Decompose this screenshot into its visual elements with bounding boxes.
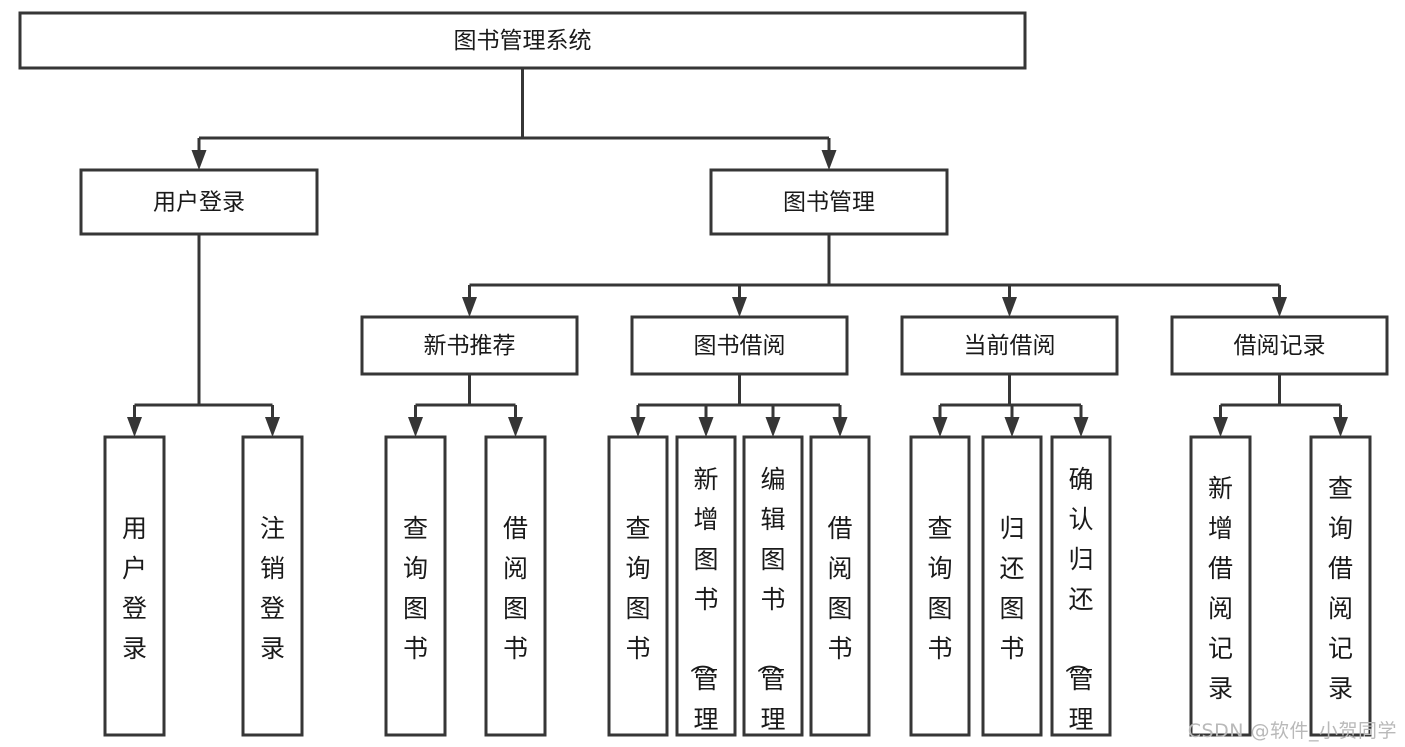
edge-arrowhead bbox=[698, 417, 714, 437]
node-label: 归还图书 bbox=[999, 514, 1024, 663]
node-label: 查询图书 bbox=[625, 514, 650, 663]
node-box bbox=[384, 435, 447, 737]
edge-arrowhead bbox=[265, 417, 280, 437]
edge-arrowhead bbox=[508, 417, 523, 437]
node-label: 用户登录 bbox=[122, 514, 147, 663]
edge-arrowhead bbox=[765, 417, 781, 437]
node-label: 图书管理 bbox=[783, 190, 875, 216]
node-label: 注销登录 bbox=[260, 514, 285, 663]
edge-arrowhead bbox=[1073, 417, 1089, 437]
edge-arrowhead bbox=[1004, 417, 1020, 437]
edge-arrowhead bbox=[1333, 417, 1348, 437]
node-box bbox=[630, 315, 849, 376]
node-box bbox=[18, 11, 1027, 70]
node-box bbox=[1189, 435, 1252, 737]
node-n-newbook[interactable]: 新书推荐 bbox=[360, 315, 579, 376]
node-n-current[interactable]: 当前借阅 bbox=[900, 315, 1119, 376]
node-l-queryrecord[interactable]: 查询借阅记录 bbox=[1309, 435, 1372, 737]
node-n-bookmgmt[interactable]: 图书管理 bbox=[709, 168, 949, 236]
node-box bbox=[981, 435, 1043, 737]
node-label: 借阅图书 bbox=[827, 514, 852, 663]
node-n-borrow[interactable]: 图书借阅 bbox=[630, 315, 849, 376]
node-label: 查询借阅记录 bbox=[1328, 474, 1353, 703]
node-box bbox=[900, 315, 1119, 376]
node-label: 新增借阅记录 bbox=[1208, 474, 1233, 703]
node-l-querybook1[interactable]: 查询图书 bbox=[384, 435, 447, 737]
node-n-record[interactable]: 借阅记录 bbox=[1170, 315, 1389, 376]
node-box bbox=[742, 435, 804, 737]
edge-arrowhead bbox=[1002, 297, 1017, 317]
node-label: 当前借阅 bbox=[964, 333, 1056, 359]
edges-layer bbox=[127, 68, 1348, 437]
edge-arrowhead bbox=[932, 417, 948, 437]
edge-arrowhead bbox=[732, 297, 747, 317]
node-label: 确认归还（管理员） bbox=[1062, 465, 1093, 747]
node-label: 查询图书 bbox=[927, 514, 952, 663]
node-label: 查询图书 bbox=[403, 514, 428, 663]
edge-arrowhead bbox=[630, 417, 646, 437]
node-l-logout[interactable]: 注销登录 bbox=[241, 435, 304, 737]
nodes-layer: 图书管理系统用户登录图书管理新书推荐图书借阅当前借阅借阅记录用户登录注销登录查询… bbox=[18, 11, 1389, 747]
node-l-returnbook[interactable]: 归还图书 bbox=[981, 435, 1043, 737]
node-box bbox=[709, 168, 949, 236]
node-l-addrecord[interactable]: 新增借阅记录 bbox=[1189, 435, 1252, 737]
node-l-borrowbook1[interactable]: 借阅图书 bbox=[484, 435, 547, 737]
node-box bbox=[484, 435, 547, 737]
edge-arrowhead bbox=[191, 150, 207, 170]
node-label: 图书管理系统 bbox=[454, 28, 592, 54]
edge-arrowhead bbox=[821, 150, 837, 170]
edge-arrowhead bbox=[408, 417, 423, 437]
node-label: 借阅图书 bbox=[503, 514, 528, 663]
node-box bbox=[241, 435, 304, 737]
csdn-watermark: CSDN @软件_小贺同学 bbox=[1187, 720, 1397, 742]
node-box bbox=[79, 168, 319, 236]
node-box bbox=[1050, 435, 1112, 737]
node-l-confirmreturn[interactable]: 确认归还（管理员） bbox=[1050, 435, 1112, 747]
node-label: 新书推荐 bbox=[424, 333, 516, 359]
node-label: 用户登录 bbox=[153, 190, 245, 216]
node-l-userlogin[interactable]: 用户登录 bbox=[103, 435, 166, 737]
edge-arrowhead bbox=[1213, 417, 1228, 437]
node-label: 编辑图书（管理员） bbox=[754, 465, 785, 747]
node-l-addbook[interactable]: 新增图书（管理员） bbox=[675, 435, 737, 747]
node-box bbox=[103, 435, 166, 737]
edge-arrowhead bbox=[832, 417, 848, 437]
node-box bbox=[1309, 435, 1372, 737]
node-box bbox=[675, 435, 737, 737]
edge-arrowhead bbox=[462, 297, 477, 317]
node-label: 借阅记录 bbox=[1234, 333, 1326, 359]
edge-arrowhead bbox=[127, 417, 142, 437]
node-l-borrowbook2[interactable]: 借阅图书 bbox=[809, 435, 871, 737]
node-l-querybook3[interactable]: 查询图书 bbox=[909, 435, 971, 737]
node-n-login[interactable]: 用户登录 bbox=[79, 168, 319, 236]
node-box bbox=[809, 435, 871, 737]
node-root[interactable]: 图书管理系统 bbox=[18, 11, 1027, 70]
node-box bbox=[607, 435, 669, 737]
edge-arrowhead bbox=[1272, 297, 1287, 317]
node-label: 图书借阅 bbox=[694, 333, 786, 359]
node-box bbox=[1170, 315, 1389, 376]
node-box bbox=[909, 435, 971, 737]
node-box bbox=[360, 315, 579, 376]
node-l-querybook2[interactable]: 查询图书 bbox=[607, 435, 669, 737]
node-l-editbook[interactable]: 编辑图书（管理员） bbox=[742, 435, 804, 747]
node-label: 新增图书（管理员） bbox=[687, 465, 718, 747]
